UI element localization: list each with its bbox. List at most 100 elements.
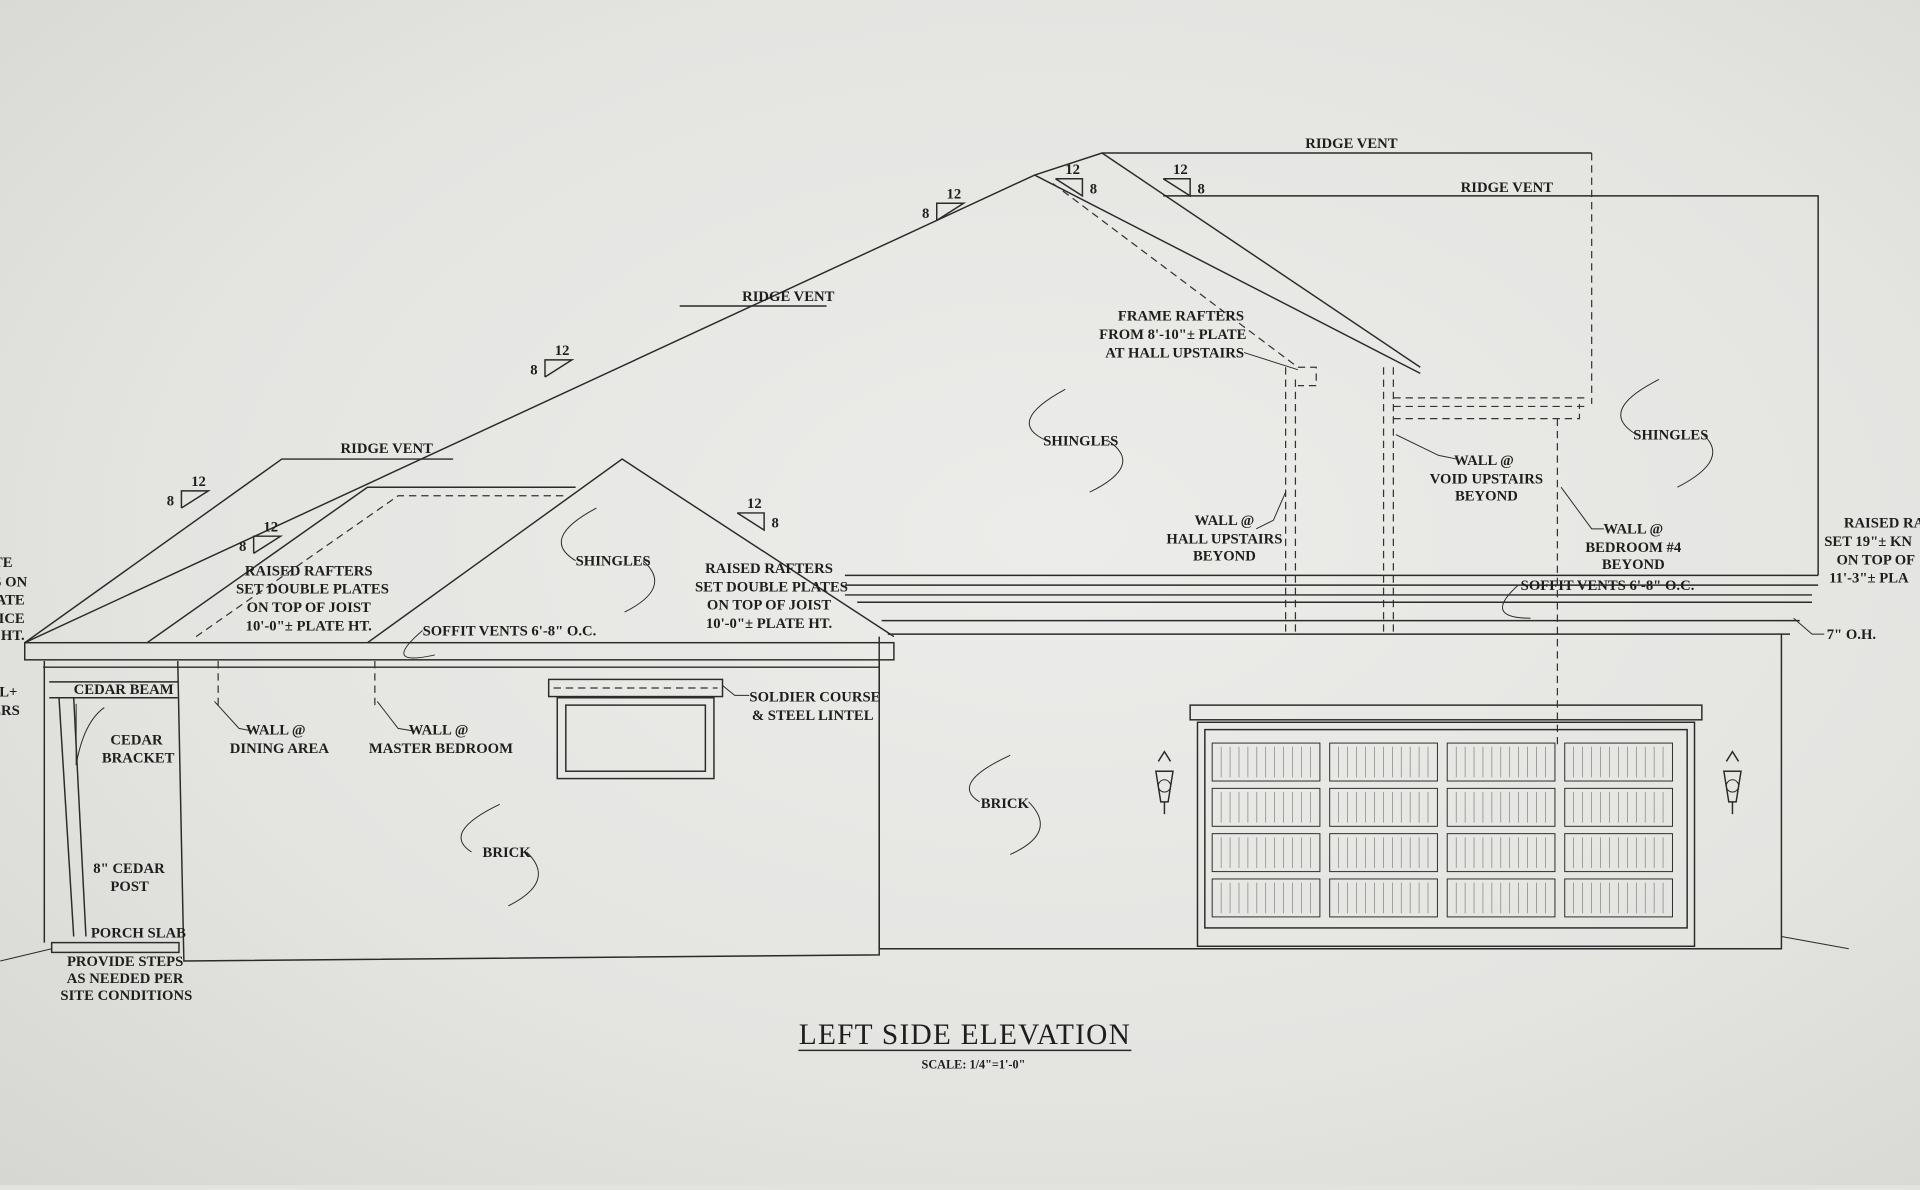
ridge-vent-label: RIDGE VENT — [341, 441, 434, 457]
svg-text:FRAME RAFTERS: FRAME RAFTERS — [1118, 309, 1244, 325]
svg-text:TE: TE — [0, 555, 13, 571]
pitch-triangle — [180, 490, 211, 509]
pitch-rise: 8 — [167, 494, 174, 510]
wall-hall-note: WALL @ HALL UPSTAIRS BEYOND — [1166, 513, 1282, 565]
garage-panel — [1211, 833, 1321, 873]
porch-slab-label: PORCH SLAB — [91, 926, 186, 942]
garage-panel — [1446, 833, 1556, 873]
pitch-rise: 8 — [1090, 181, 1097, 197]
frame-rafters-note: FRAME RAFTERS FROM 8'-10"± PLATE AT HALL… — [1099, 309, 1247, 362]
svg-text:ON TOP OF JOIST: ON TOP OF JOIST — [707, 598, 831, 614]
pitch-rise: 8 — [771, 516, 778, 532]
svg-text:L+: L+ — [0, 685, 17, 701]
garage-panel — [1211, 787, 1321, 827]
pitch-triangle — [544, 359, 575, 378]
garage-panel — [1564, 787, 1673, 827]
raised-rafters-note-right: RAISED RA SET 19"± KN ON TOP OF 11'-3"± … — [1824, 516, 1920, 587]
soldier-course-note: SOLDIER COURSE & STEEL LINTEL — [749, 689, 880, 723]
pitch-triangle — [736, 512, 765, 532]
garage-panel — [1329, 787, 1438, 827]
shingles-label: SHINGLES — [1043, 434, 1118, 450]
svg-text:BEYOND: BEYOND — [1602, 557, 1665, 573]
garage-panel — [1211, 742, 1321, 782]
ridge-vent-label: RIDGE VENT — [742, 289, 835, 305]
svg-text:BEDROOM #4: BEDROOM #4 — [1585, 540, 1682, 556]
svg-text:CEDAR: CEDAR — [110, 732, 163, 748]
cedar-bracket-note: CEDAR BRACKET — [102, 732, 175, 766]
svg-text:ERS: ERS — [0, 703, 20, 719]
svg-text:WALL @: WALL @ — [409, 723, 469, 739]
garage-panel — [1446, 878, 1556, 918]
svg-text:WALL @: WALL @ — [1603, 522, 1663, 538]
svg-text:S ON: S ON — [0, 574, 28, 590]
pitch-run: 12 — [1173, 162, 1188, 178]
svg-text:AT HALL UPSTAIRS: AT HALL UPSTAIRS — [1105, 345, 1244, 361]
svg-text:FROM 8'-10"± PLATE: FROM 8'-10"± PLATE — [1099, 327, 1247, 343]
pitch-triangle — [936, 202, 967, 221]
svg-text:ON TOP OF JOIST: ON TOP OF JOIST — [247, 600, 371, 616]
eave-lines — [23, 574, 1819, 711]
garage-panel — [1446, 787, 1556, 827]
svg-text:10'-0"± PLATE HT.: 10'-0"± PLATE HT. — [246, 618, 373, 634]
wall-lantern-left — [1155, 750, 1174, 815]
pitch-rise: 8 — [922, 206, 929, 222]
pitch-run: 12 — [263, 519, 278, 535]
raised-rafters-note-left: RAISED RAFTERS SET DOUBLE PLATES ON TOP … — [236, 563, 389, 634]
pitch-triangle — [252, 535, 284, 554]
wall-void-note: WALL @ VOID UPSTAIRS BEYOND — [1430, 453, 1543, 505]
cedar-post-note: 8" CEDAR POST — [93, 861, 165, 895]
brick-label: BRICK — [483, 845, 532, 861]
garage-panel — [1446, 742, 1556, 782]
shingles-label: SHINGLES — [1633, 427, 1708, 443]
svg-text:WALL @: WALL @ — [1195, 513, 1255, 529]
svg-text:SOLDIER COURSE: SOLDIER COURSE — [749, 689, 880, 705]
shingles-label: SHINGLES — [576, 554, 651, 570]
soffit-vents-label: SOFFIT VENTS 6'-8" O.C. — [423, 623, 597, 639]
roof-lines — [24, 152, 1819, 747]
svg-text:RAISED RAFTERS: RAISED RAFTERS — [245, 563, 373, 579]
svg-text:BEYOND: BEYOND — [1455, 489, 1518, 505]
pitch-rise: 8 — [530, 363, 537, 379]
pitch-run: 12 — [747, 496, 762, 512]
provide-steps-note: PROVIDE STEPS AS NEEDED PER SITE CONDITI… — [60, 954, 192, 1004]
cedar-beam-label: CEDAR BEAM — [74, 682, 174, 698]
svg-text:WALL @: WALL @ — [246, 723, 306, 739]
svg-text:& STEEL LINTEL: & STEEL LINTEL — [752, 708, 874, 724]
brick-label: BRICK — [981, 796, 1030, 812]
left-cutoff-note: TE S ON ATE ICE HT. L+ ERS — [0, 555, 28, 719]
svg-text:PROVIDE STEPS: PROVIDE STEPS — [67, 954, 183, 970]
svg-text:8" CEDAR: 8" CEDAR — [93, 861, 165, 877]
pitch-rise: 8 — [1197, 181, 1204, 197]
annotations: RIDGE VENT RIDGE VENT RIDGE VENT RIDGE V… — [0, 136, 1920, 1072]
drawing-scale: SCALE: 1/4"=1'-0" — [922, 1058, 1026, 1072]
pitch-run: 12 — [1065, 162, 1080, 178]
svg-text:RAISED RAFTERS: RAISED RAFTERS — [705, 561, 833, 577]
ridge-vent-label: RIDGE VENT — [1461, 180, 1554, 196]
garage-panel — [1329, 878, 1438, 918]
svg-text:AS NEEDED PER: AS NEEDED PER — [67, 971, 184, 987]
garage-panel — [1211, 878, 1321, 918]
svg-text:SET 19"± KN: SET 19"± KN — [1824, 534, 1912, 550]
garage-door — [1189, 704, 1703, 948]
pitch-rise: 8 — [239, 539, 246, 555]
pitch-triangle — [1055, 177, 1084, 198]
ridge-vent-label: RIDGE VENT — [1305, 136, 1398, 152]
wall-master-note: WALL @ MASTER BEDROOM — [369, 723, 513, 757]
svg-text:POST: POST — [110, 879, 149, 895]
svg-text:HALL UPSTAIRS: HALL UPSTAIRS — [1166, 532, 1282, 548]
pitch-run: 12 — [191, 474, 206, 490]
wall-lantern-right — [1723, 750, 1742, 815]
svg-text:HT.: HT. — [1, 628, 25, 644]
wall-bedroom4-note: WALL @ BEDROOM #4 BEYOND — [1585, 522, 1682, 574]
garage-panel — [1564, 742, 1673, 782]
svg-text:WALL @: WALL @ — [1454, 453, 1514, 469]
soffit-vents-label: SOFFIT VENTS 6'-8" O.C. — [1521, 578, 1695, 594]
svg-text:RAISED RA: RAISED RA — [1844, 516, 1920, 532]
pitch-triangle — [1162, 177, 1191, 198]
pitch-run: 12 — [947, 186, 962, 202]
svg-text:BEYOND: BEYOND — [1193, 549, 1256, 565]
svg-text:VOID UPSTAIRS: VOID UPSTAIRS — [1430, 472, 1543, 488]
material-leaders — [214, 352, 1825, 907]
